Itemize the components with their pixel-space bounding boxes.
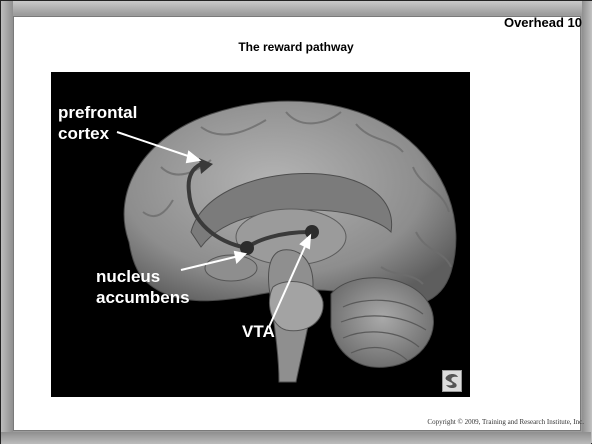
frame-bevel-right: [582, 1, 592, 443]
brain-diagram-panel: prefrontal cortex nucleus accumbens VTA: [51, 72, 470, 397]
cerebellum: [331, 278, 433, 368]
vta-dot: [305, 225, 319, 239]
slide-title: The reward pathway: [0, 40, 592, 54]
copyright-notice: Copyright © 2009, Training and Research …: [427, 418, 584, 426]
label-vta: VTA: [242, 322, 275, 341]
frame-bevel-left: [1, 1, 13, 443]
label-nucleus: nucleus: [96, 267, 160, 286]
overhead-number: Overhead 10: [504, 15, 582, 30]
frame-bevel-top: [1, 1, 591, 15]
label-prefrontal: prefrontal: [58, 103, 137, 122]
frame-bevel-bottom: [1, 432, 591, 444]
label-cortex: cortex: [58, 124, 109, 143]
publisher-logo-icon: [442, 370, 462, 392]
label-accumbens: accumbens: [96, 288, 190, 307]
